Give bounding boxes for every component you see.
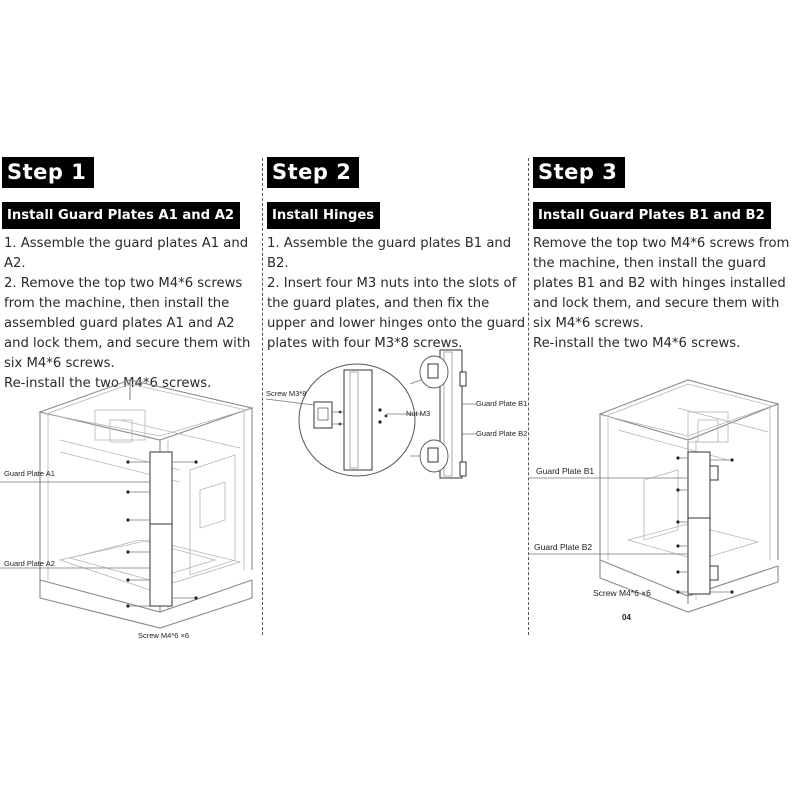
step-2-hinge-illustration: Screw M3*8 Nut M3 Guard Plate B1 Guard P… [265,349,527,479]
step-3-instructions: Remove the top two M4*6 screws from the … [533,234,799,354]
step-2-title: Install Hinges [267,202,381,229]
step-3-title: Install Guard Plates B1 and B2 [533,202,771,229]
label-nut-m3: Nut M3 [406,409,430,418]
step-2-instruction-2: 2. Insert four M3 nuts into the slots of… [267,276,526,351]
step-1-section: Step 1 Install Guard Plates A1 and A2 1.… [0,0,262,800]
page-number: 04 [622,613,631,622]
step-1-instruction-1: 1. Assemble the guard plates A1 and A2. [4,236,249,271]
label-guard-plate-b2: Guard Plate B2 [476,429,527,438]
label-guard-plate-b1: Guard Plate B1 [536,466,594,476]
step-3-section: Step 3 Install Guard Plates B1 and B2 Re… [528,0,800,800]
step-2-instruction-1: 1. Assemble the guard plates B1 and B2. [267,236,512,271]
step-1-printer-illustration: Guard Plate A1 Guard Plate A2 Screw M4*6… [0,379,254,640]
column-divider-2 [528,158,529,635]
step-2-section: Step 2 Install Hinges 1. Assemble the gu… [262,0,528,800]
label-screw-m3x8: Screw M3*8 [266,389,306,398]
label-guard-plate-a1: Guard Plate A1 [4,469,55,478]
step-1-heading: Step 1 [2,157,95,188]
label-screws-m4x6: Screw M4*6 ×6 [138,631,189,640]
label-guard-plate-b1: Guard Plate B1 [476,399,527,408]
step-2-heading: Step 2 [267,157,360,188]
step-3-printer-illustration: Guard Plate B1 Guard Plate B2 Screw M4*6… [528,379,780,622]
step-2-instructions: 1. Assemble the guard plates B1 and B2. … [267,234,527,354]
step-1-title: Install Guard Plates A1 and A2 [2,202,241,229]
step-1-instruction-2: 2. Remove the top two M4*6 screws from t… [4,276,251,371]
label-guard-plate-b2: Guard Plate B2 [534,542,592,552]
step-3-heading: Step 3 [533,157,626,188]
label-guard-plate-a2: Guard Plate A2 [4,559,55,568]
column-divider-1 [262,158,263,635]
label-screws-m4x6: Screw M4*6 ×6 [593,588,651,598]
step-3-instruction-1: Remove the top two M4*6 screws from the … [533,236,790,331]
step-3-instruction-2: Re-install the two M4*6 screws. [533,336,741,351]
